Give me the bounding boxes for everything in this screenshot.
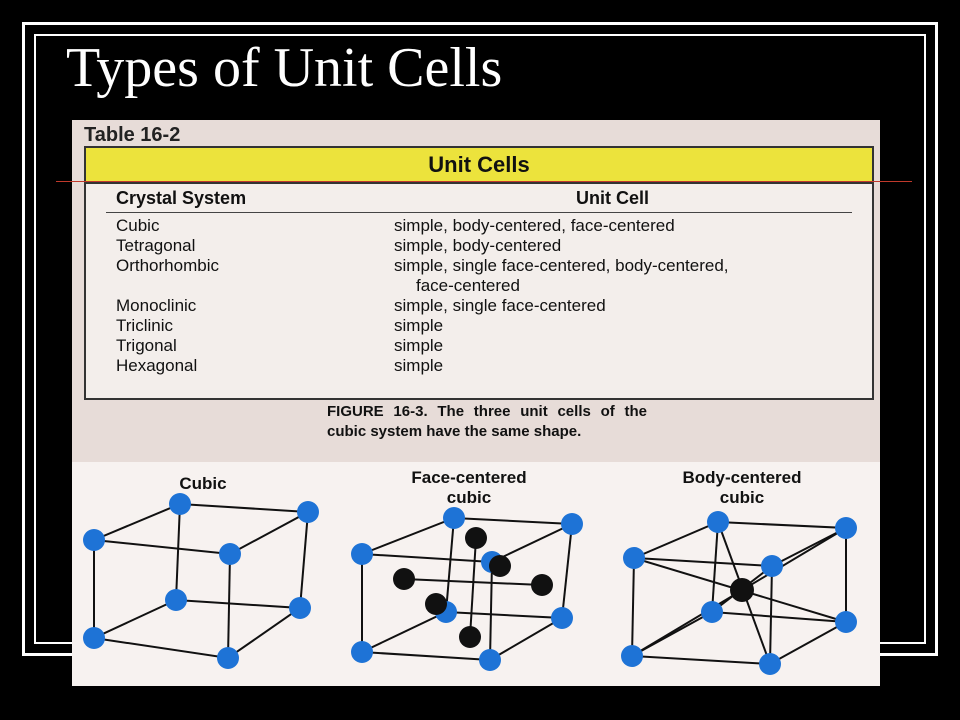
corner-atom xyxy=(835,517,857,539)
panel-body-centered-cubic: Body-centered cubic xyxy=(604,462,880,686)
table-row-system: Tetragonal xyxy=(116,236,196,255)
cube-top-face xyxy=(633,520,850,568)
column-header-crystal-system: Crystal System xyxy=(116,188,247,208)
corner-atom xyxy=(561,513,583,535)
corner-atom xyxy=(835,611,857,633)
panel-simple-cubic: Cubic xyxy=(72,462,334,686)
face-centered-cubic-diagram xyxy=(351,507,583,671)
center-axis xyxy=(469,537,477,638)
accent-rule xyxy=(56,181,912,182)
table-row-system: Monoclinic xyxy=(116,296,197,315)
panel-title: Body-centered xyxy=(682,468,802,487)
face-center-atom xyxy=(393,568,415,590)
cube-edges xyxy=(90,502,312,660)
panel-title: Cubic xyxy=(179,474,227,493)
table-row-system: Orthorhombic xyxy=(116,256,219,275)
center-axis xyxy=(403,578,543,586)
table-row-system: Hexagonal xyxy=(116,356,198,375)
corner-atom xyxy=(297,501,319,523)
corner-atom xyxy=(351,543,373,565)
slide-title: Types of Unit Cells xyxy=(66,37,503,99)
corner-atom xyxy=(165,589,187,611)
header-rule xyxy=(106,212,852,213)
corner-atom xyxy=(351,641,373,663)
corner-atom xyxy=(219,543,241,565)
face-center-atom xyxy=(489,555,511,577)
corner-atom xyxy=(623,547,645,569)
textbook-scan-image: Table 16-2 Unit Cells Crystal System Uni… xyxy=(72,120,880,686)
table-row-cell: simple, body-centered, face-centered xyxy=(394,216,675,235)
corner-atom xyxy=(83,529,105,551)
body-center-atom xyxy=(730,578,754,602)
cube-edge xyxy=(299,511,309,609)
face-center-atom xyxy=(425,593,447,615)
corner-atom xyxy=(551,607,573,629)
corner-atom xyxy=(289,597,311,619)
panel-title: Face-centered xyxy=(411,468,527,487)
corner-atom xyxy=(169,493,191,515)
body-centered-cubic-diagram xyxy=(621,511,857,675)
unit-cells-table: Unit Cells Crystal System Unit Cell Cubi… xyxy=(84,146,874,400)
corner-atom xyxy=(83,627,105,649)
table-row-cell: simple, single face-centered, body-cente… xyxy=(394,256,729,275)
figure-caption: FIGURE 16-3. The three unit cells of the… xyxy=(327,403,647,440)
table-row-cell-continued: face-centered xyxy=(416,276,520,295)
corner-atom xyxy=(701,601,723,623)
corner-atoms xyxy=(83,493,319,669)
corner-atom xyxy=(217,647,239,669)
cube-top-face xyxy=(93,502,312,556)
face-center-atom xyxy=(459,626,481,648)
face-center-atoms xyxy=(393,527,553,648)
corner-atom xyxy=(621,645,643,667)
corner-atom xyxy=(761,555,783,577)
cube-edge xyxy=(769,565,773,665)
table-row-system: Triclinic xyxy=(116,316,173,335)
table-row-cell: simple xyxy=(394,316,444,335)
corner-atom xyxy=(759,653,781,675)
table-row-system: Trigonal xyxy=(116,336,177,355)
table-header: Unit Cells xyxy=(86,148,872,184)
panel-face-centered-cubic: Face-centered cubic xyxy=(334,462,604,686)
table-row-cell: simple, single face-centered xyxy=(394,296,606,315)
cube-edge xyxy=(561,523,573,619)
face-center-atom xyxy=(465,527,487,549)
table-row-system: Cubic xyxy=(116,216,160,235)
cube-edge xyxy=(631,557,635,657)
face-center-atom xyxy=(531,574,553,596)
cube-edge xyxy=(711,521,719,613)
table-row-cell: simple xyxy=(394,356,444,375)
corner-atom xyxy=(479,649,501,671)
corner-atoms xyxy=(621,511,857,675)
cube-edge xyxy=(445,517,455,613)
panel-title-line2: cubic xyxy=(719,488,765,507)
table-label: Table 16-2 xyxy=(84,124,181,146)
cube-edge xyxy=(175,503,181,601)
cube-bottom-face xyxy=(628,610,850,666)
table-row-cell: simple, body-centered xyxy=(394,236,562,255)
cube-edge xyxy=(489,561,493,661)
cube-bottom-face xyxy=(90,598,303,660)
corner-atom xyxy=(707,511,729,533)
corner-atom xyxy=(443,507,465,529)
simple-cubic-diagram xyxy=(83,493,319,669)
panel-title-line2: cubic xyxy=(446,488,492,507)
cube-edge xyxy=(227,553,231,659)
column-header-unit-cell: Unit Cell xyxy=(576,188,650,208)
table-row-cell: simple xyxy=(394,336,444,355)
